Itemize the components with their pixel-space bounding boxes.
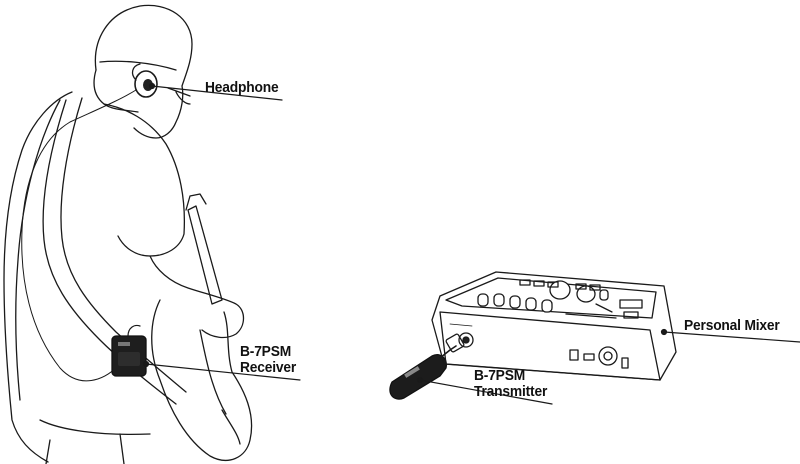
mixer-front-panel bbox=[439, 311, 661, 381]
leader-lines bbox=[142, 82, 800, 405]
guitarist-sleeve bbox=[103, 103, 186, 257]
leader-mixer bbox=[663, 331, 800, 343]
guitarist-arm bbox=[149, 255, 245, 339]
guitarist-cap-brim bbox=[99, 60, 177, 71]
label-receiver: B-7PSM Receiver bbox=[240, 344, 296, 376]
b7psm-transmitter-device bbox=[389, 333, 465, 400]
headphone-icon bbox=[131, 63, 158, 98]
leader-receiver bbox=[145, 363, 301, 381]
personal-mixer-device bbox=[431, 271, 677, 381]
mixer-top-surface bbox=[445, 277, 657, 319]
label-headphone-text: Headphone bbox=[205, 79, 279, 96]
mixer-buttons bbox=[519, 279, 643, 319]
guitar-strap bbox=[42, 99, 177, 405]
label-headphone: Headphone bbox=[205, 79, 279, 96]
mixer-body bbox=[431, 271, 677, 381]
label-transmitter-line1: B-7PSM bbox=[474, 367, 526, 384]
guitar-jack-cable bbox=[221, 409, 241, 445]
label-receiver-line1: B-7PSM bbox=[240, 343, 292, 360]
guitarist-neck bbox=[93, 69, 139, 113]
guitarist-torso bbox=[3, 91, 73, 463]
guitar-body bbox=[151, 299, 253, 461]
guitar-headstock bbox=[185, 193, 207, 211]
mixer-front-jacks bbox=[458, 332, 629, 369]
glasses bbox=[167, 87, 191, 105]
guitarist-illustration bbox=[3, 4, 253, 464]
mixer-panel-text bbox=[449, 323, 473, 327]
label-transmitter-line2: Transmitter bbox=[474, 383, 548, 400]
leader-transmitter bbox=[419, 379, 553, 405]
leader-headphone bbox=[151, 85, 283, 101]
guitar-neck bbox=[187, 205, 223, 305]
mixer-fader-track bbox=[565, 303, 617, 319]
label-transmitter: B-7PSM Transmitter bbox=[474, 368, 547, 400]
label-receiver-line2: Receiver bbox=[240, 359, 297, 376]
guitarist-back bbox=[15, 99, 61, 401]
label-personal-mixer-text: Personal Mixer bbox=[684, 317, 780, 334]
label-personal-mixer: Personal Mixer bbox=[684, 318, 780, 334]
guitarist-legs bbox=[39, 419, 151, 464]
guitar-pickguard bbox=[199, 329, 227, 415]
b7psm-receiver-device bbox=[111, 324, 147, 377]
headphone-cable bbox=[21, 89, 137, 382]
guitarist-head bbox=[94, 4, 193, 139]
